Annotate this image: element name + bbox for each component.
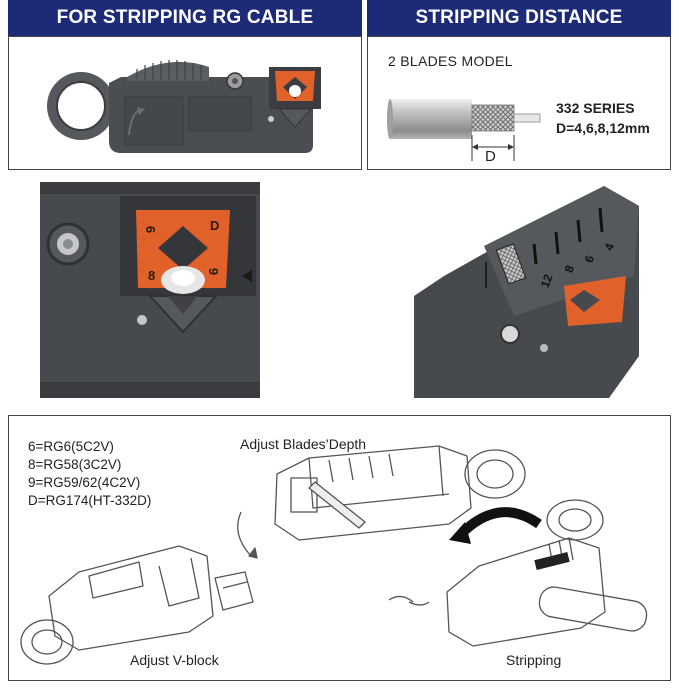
caption-adjust-depth: Adjust Blades’Depth xyxy=(240,436,367,452)
panel-tool-side-view xyxy=(8,36,362,170)
caption-stripping: Stripping xyxy=(506,652,562,668)
blade-mark-6: 6 xyxy=(143,225,159,234)
blade-closeup-image xyxy=(40,182,260,398)
dimension-d-label: D xyxy=(485,148,496,165)
cable-code-8: 8=RG58(3C2V) xyxy=(28,457,122,472)
blade-mark-8: 8 xyxy=(148,268,156,283)
distances-label: D=4,6,8,12mm xyxy=(556,120,650,136)
cable-diagram xyxy=(387,99,541,161)
cable-code-9: 9=RG59/62(4C2V) xyxy=(28,475,141,490)
banner-stripping-distance: STRIPPING DISTANCE xyxy=(367,0,671,36)
blades-model-label: 2 BLADES MODEL xyxy=(388,53,513,69)
blade-mark-9: 9 xyxy=(206,267,222,276)
banner-for-stripping: FOR STRIPPING RG CABLE xyxy=(8,0,362,36)
series-label: 332 SERIES xyxy=(556,100,635,116)
depth-scale-image xyxy=(414,186,639,398)
instruction-drawings xyxy=(20,445,648,665)
caption-adjust-vblock: Adjust V-block xyxy=(130,652,219,668)
cable-code-6: 6=RG6(5C2V) xyxy=(28,439,114,454)
panel-instructions xyxy=(8,415,671,681)
panel-stripping-distance: 2 BLADES MODEL D 332 SERIES D=4,6,8,12mm xyxy=(367,36,671,170)
cable-code-d: D=RG174(HT-332D) xyxy=(28,493,152,508)
blade-mark-d: D xyxy=(210,218,220,233)
tool-side-image xyxy=(47,60,321,153)
cable-code-list: 6=RG6(5C2V) 8=RG58(3C2V) 9=RG59/62(4C2V)… xyxy=(28,438,151,510)
